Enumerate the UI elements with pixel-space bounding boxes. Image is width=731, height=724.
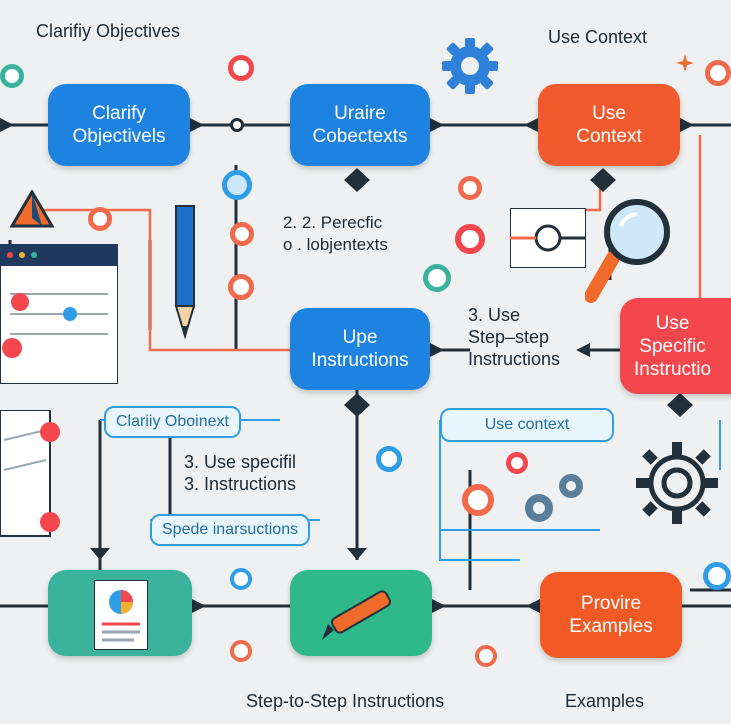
node-red [228, 55, 254, 81]
use-specific-box[interactable]: Use Specific Instructio [620, 298, 731, 394]
clarify-obj-pill[interactable]: Clariiy Oboinext [104, 406, 241, 438]
node-left-top [0, 64, 24, 88]
node-right-blue [703, 562, 731, 590]
top-label-clarify: Clarifiy Objectives [36, 21, 181, 41]
use-context-box[interactable]: Use Context [538, 84, 680, 166]
provide-examples-box[interactable]: Provire Examples [540, 572, 682, 658]
step-step-text: 3. Use Step–step Instructions [468, 305, 561, 369]
network-icon [510, 208, 586, 268]
upe-instructions-box[interactable]: Upe Instructions [290, 308, 430, 390]
use-specific-label: Use Specific Instructio [634, 312, 712, 380]
node-teal-mid [423, 264, 451, 292]
bottom-label-examples: Examples [565, 691, 645, 711]
node-orange-mid [458, 176, 482, 200]
document-icon [94, 580, 148, 650]
document-left-icon [0, 410, 60, 537]
node-orange-5 [230, 640, 252, 662]
provide-examples-label: Provire Examples [569, 593, 653, 637]
use-context-pill[interactable]: Use context [440, 408, 614, 442]
gear-icon [442, 38, 498, 94]
node-orange [230, 222, 254, 246]
node-orange-4 [475, 645, 497, 667]
browser-window-icon [0, 244, 118, 384]
node-left [88, 207, 112, 231]
gear-icon-large [636, 442, 718, 524]
node-red-2 [506, 452, 528, 474]
node-right-top [705, 60, 731, 86]
triangle-icon [10, 190, 54, 228]
use-specific-left-text: 3. Use specifil 3. Instructions [184, 452, 297, 494]
node-blue-2 [376, 446, 402, 472]
gears-small-icon [525, 474, 583, 522]
node-blue-3 [230, 568, 252, 590]
pencil-icon [174, 205, 196, 340]
clarify-objectives-label: Clarify Objectivels [72, 103, 166, 147]
node-blue [222, 170, 252, 200]
node-red-mid [455, 224, 485, 254]
node-orange-3 [462, 484, 494, 516]
periodic-text: 2. 2. Perecfic o . lobjentexts [283, 213, 388, 254]
top-label-use-context: Use Context [548, 27, 648, 47]
pen-icon [322, 590, 392, 640]
bottom-label-step: Step-to-Step Instructions [246, 691, 445, 711]
spede-pill[interactable]: Spede inarsuctions [150, 514, 311, 546]
unaire-label: Uraire Cobectexts [312, 103, 408, 147]
magnifier-icon [585, 199, 670, 303]
upe-instructions-label: Upe Instructions [311, 327, 409, 371]
clarify-objectives-box[interactable]: Clarify Objectivels [48, 84, 190, 166]
sparkle-icon [676, 54, 694, 72]
node-orange-2 [228, 274, 254, 300]
node-small [230, 118, 244, 132]
use-context-label: Use Context [576, 103, 642, 147]
unaire-box[interactable]: Uraire Cobectexts [290, 84, 430, 166]
